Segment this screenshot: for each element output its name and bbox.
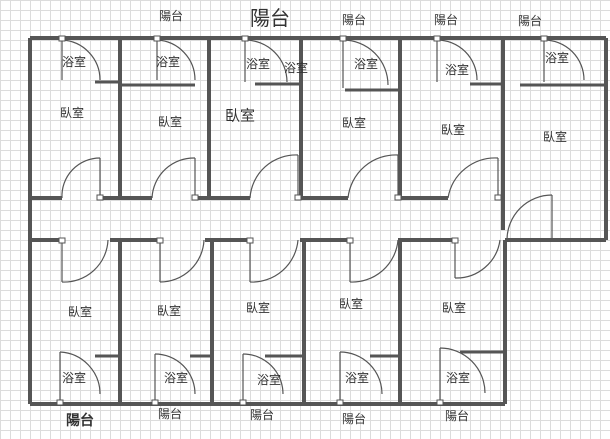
bathroom-label: 浴室: [344, 371, 370, 385]
bathroom-label: 浴室: [245, 57, 271, 71]
balcony-label: 陽台: [249, 408, 275, 422]
balcony-label: 陽台: [517, 14, 543, 28]
bedroom-label: 臥室: [341, 116, 367, 130]
bath-doors-top: [61, 39, 585, 88]
unit-walls: [118, 38, 505, 404]
balcony-label: 陽台: [341, 13, 367, 27]
bedroom-label: 臥室: [542, 130, 568, 144]
balcony-label: 陽台: [433, 13, 459, 27]
bathroom-label: 浴室: [544, 51, 570, 65]
bath-walls-top: [95, 80, 606, 92]
bathroom-label: 浴室: [61, 55, 87, 69]
outer-walls: [28, 36, 608, 406]
bedroom-label: 臥室: [441, 301, 467, 315]
bedroom-label: 臥室: [67, 305, 93, 319]
bathroom-label: 浴室: [353, 57, 379, 71]
bathroom-label: 浴室: [61, 371, 87, 385]
bedroom-label: 臥室: [224, 106, 256, 125]
top-balcony-title: 陽台: [250, 6, 290, 30]
bath-doors-bottom: [59, 347, 486, 400]
bedroom-label: 臥室: [338, 297, 364, 311]
balcony-label: 陽台: [158, 9, 184, 23]
bedroom-label: 臥室: [440, 123, 466, 137]
bottom-balcony-title: 陽台: [66, 413, 94, 429]
wall-nubs: [56, 35, 548, 406]
balcony-label: 陽台: [341, 412, 367, 426]
bathroom-label: 浴室: [444, 63, 470, 77]
bathroom-label: 浴室: [445, 371, 471, 385]
bed-doors-bottom: [61, 239, 501, 283]
bedroom-label: 臥室: [59, 106, 85, 120]
bedroom-label: 臥室: [156, 304, 182, 318]
bathroom-label: 浴室: [163, 371, 189, 385]
bedroom-label: 臥室: [245, 301, 271, 315]
bedroom-label: 臥室: [157, 115, 183, 129]
bathroom-label: 浴室: [283, 61, 309, 75]
bathroom-label: 浴室: [155, 55, 181, 69]
bathroom-label: 浴室: [256, 373, 282, 387]
bed-doors-top: [61, 154, 553, 241]
bath-walls-bottom: [95, 350, 505, 358]
corridor-walls: [30, 196, 455, 242]
balcony-label: 陽台: [157, 407, 183, 421]
balcony-label: 陽台: [444, 409, 470, 423]
